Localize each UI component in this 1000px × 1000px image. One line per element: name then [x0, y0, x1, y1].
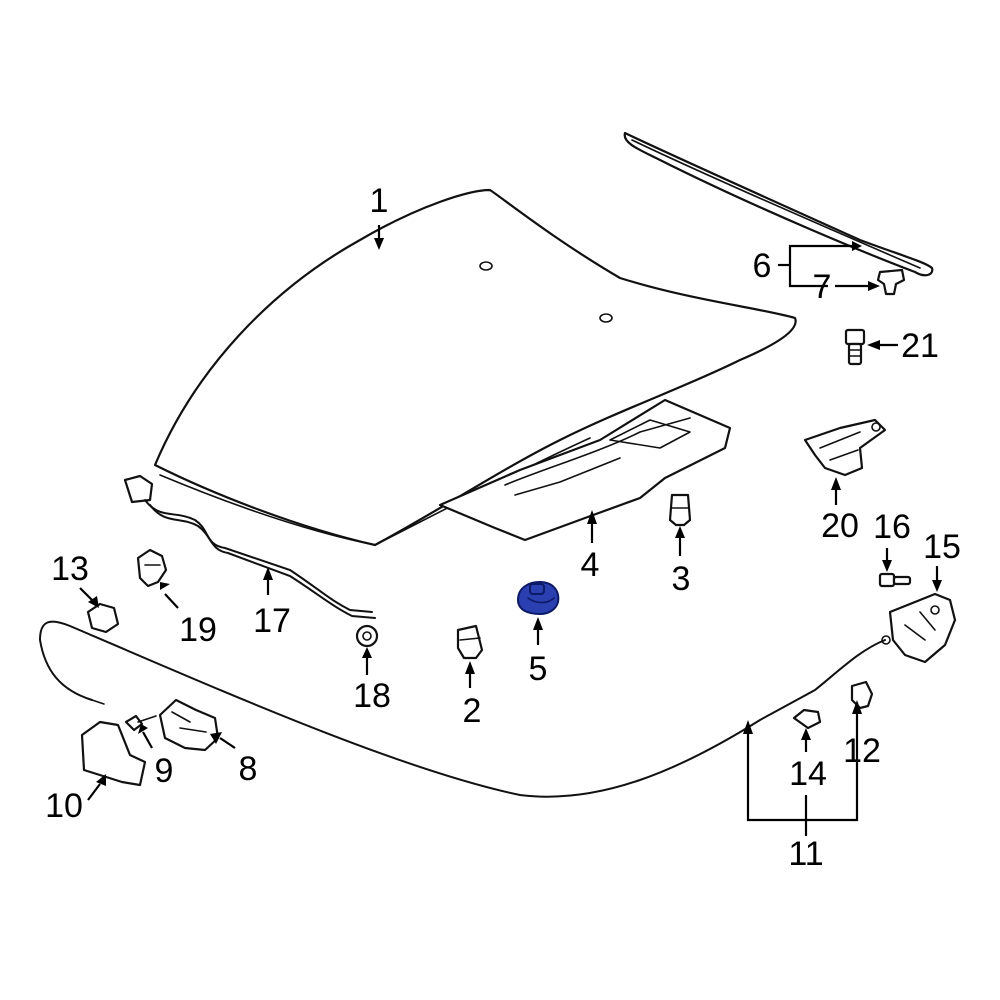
callout-8: 8: [239, 750, 258, 788]
prop-rod[interactable]: [123, 474, 376, 619]
callout-12: 12: [843, 732, 881, 770]
hood-stop-highlighted[interactable]: [516, 580, 560, 616]
cable-clip-13[interactable]: [86, 602, 120, 634]
bolt-16[interactable]: [878, 572, 912, 588]
callout-4: 4: [581, 546, 600, 584]
grommet-18[interactable]: [355, 624, 379, 648]
leader-lines: [79, 225, 942, 836]
callout-17: 17: [253, 602, 291, 640]
clip-12[interactable]: [850, 680, 874, 710]
release-cable[interactable]: [38, 620, 891, 798]
callout-6: 6: [753, 247, 772, 285]
callout-14: 14: [789, 755, 827, 793]
callout-2: 2: [463, 692, 482, 730]
prop-rod-clip[interactable]: [136, 548, 168, 588]
callout-21: 21: [901, 327, 939, 365]
callout-5: 5: [529, 650, 548, 688]
callout-labels: 1 2 3 4 5 6 7 8 9 10 11 12 13 14 15 16 1…: [45, 182, 961, 873]
clip-7[interactable]: [876, 268, 906, 296]
callout-3: 3: [672, 560, 691, 598]
callout-9: 9: [155, 752, 174, 790]
bumper-2[interactable]: [456, 624, 484, 660]
callout-18: 18: [353, 677, 391, 715]
release-handle[interactable]: [158, 698, 220, 752]
screw-9[interactable]: [124, 714, 157, 732]
callout-10: 10: [45, 787, 83, 825]
callout-1: 1: [370, 182, 389, 220]
hood-latch[interactable]: [888, 592, 957, 664]
callout-7: 7: [813, 268, 832, 306]
callout-20: 20: [821, 507, 859, 545]
hood-insulator[interactable]: [438, 398, 732, 542]
grommet-14[interactable]: [792, 708, 822, 730]
bumper-3[interactable]: [668, 493, 692, 527]
handle-bracket[interactable]: [80, 720, 147, 787]
callout-13: 13: [51, 550, 89, 588]
hood-hinge[interactable]: [803, 418, 887, 477]
callout-11: 11: [788, 835, 823, 873]
callout-16: 16: [873, 508, 911, 546]
callout-15: 15: [923, 528, 961, 566]
weatherstrip[interactable]: [623, 131, 934, 277]
hood-panel[interactable]: [153, 188, 797, 547]
bolt-21[interactable]: [844, 328, 866, 366]
callout-19: 19: [179, 611, 217, 649]
